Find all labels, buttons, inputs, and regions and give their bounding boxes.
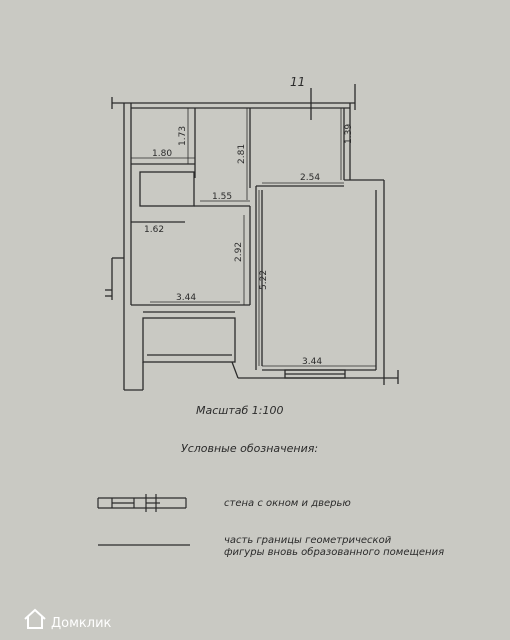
dimension-lines (131, 108, 376, 367)
legend-title: Условные обозначения: (181, 442, 318, 455)
dim-label: 3.44 (176, 293, 196, 303)
watermark-text: Домклик (51, 616, 112, 631)
balcony (142, 317, 236, 363)
legend-item-boundary-text-1: часть границы геометрической (224, 535, 392, 546)
balcony-corner (231, 361, 239, 379)
legend-item-wall-text: стена с окном и дверью (224, 498, 351, 509)
legend-block: Масштаб 1:100 Условные обозначения: стен… (181, 404, 444, 558)
legend-symbols (97, 494, 190, 546)
dim-label: 5.22 (259, 270, 269, 290)
dim-label: 2.54 (300, 173, 320, 183)
watermark: Домклик (24, 608, 112, 631)
dim-label: 3.44 (302, 357, 322, 367)
house-logo-icon (24, 608, 46, 629)
storage-box (139, 171, 195, 207)
dim-label: 1.80 (152, 149, 172, 159)
dimension-labels: 11 1.73 1.80 2.81 1.39 2.54 1.55 1.62 2.… (144, 75, 354, 367)
dim-label: 1.39 (344, 124, 354, 144)
dim-label: 1.73 (178, 126, 188, 146)
floor-plan (105, 84, 399, 391)
dim-label: 1.55 (212, 192, 232, 202)
wall-window-door-symbol (97, 494, 187, 512)
axis-label: 11 (290, 75, 305, 89)
dim-label: 2.92 (234, 242, 244, 262)
dim-label: 2.81 (237, 144, 247, 164)
scale-label: Масштаб 1:100 (196, 404, 283, 417)
legend-item-boundary-text-2: фигуры вновь образованного помещения (224, 546, 444, 558)
dim-label: 1.62 (144, 225, 164, 235)
